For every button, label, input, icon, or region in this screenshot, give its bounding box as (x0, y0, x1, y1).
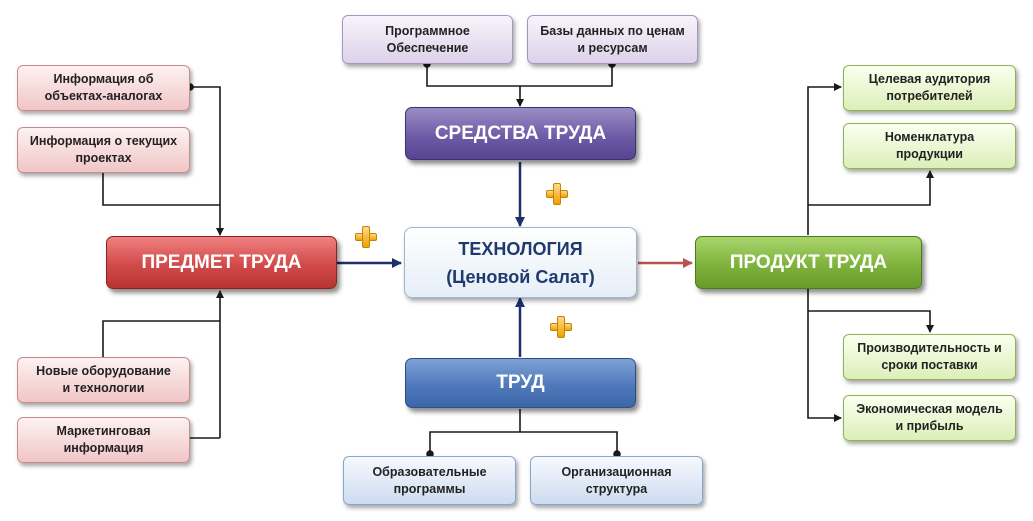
connector-top (426, 64, 613, 87)
org-structure-box: Организационная структура (530, 456, 703, 505)
connector-performance (808, 310, 934, 333)
technology-box: ТЕХНОЛОГИЯ (Ценовой Салат) (404, 227, 637, 298)
performance-box: Производительность и сроки поставки (843, 334, 1016, 380)
info-analogs-box: Информация об объектах-аналогах (17, 65, 190, 111)
connector-current-projects (102, 173, 220, 206)
plus-icon (546, 183, 568, 205)
labor-box: ТРУД (405, 358, 636, 408)
subject-of-labor-box: ПРЕДМЕТ ТРУДА (106, 236, 337, 289)
connector-right-bottom (807, 289, 842, 422)
software-box: Программное Обеспечение (342, 15, 513, 64)
economic-model-box: Экономическая модель и прибыль (843, 395, 1016, 441)
plus-icon (550, 316, 572, 338)
means-of-labor-box: СРЕДСТВА ТРУДА (405, 107, 636, 160)
connector-analogs (190, 86, 224, 236)
connector-bottom (429, 409, 618, 456)
target-audience-box: Целевая аудитория потребителей (843, 65, 1016, 111)
education-box: Образовательные программы (343, 456, 516, 505)
info-current-projects-box: Информация о текущих проектах (17, 127, 190, 173)
plus-icon (355, 226, 377, 248)
marketing-info-box: Маркетинговая информация (17, 417, 190, 463)
new-equipment-box: Новые оборудование и технологии (17, 357, 190, 403)
price-db-box: Базы данных по ценам и ресурсам (527, 15, 698, 64)
connector-equipment (102, 320, 220, 357)
connector-right-top (807, 83, 842, 235)
nomenclature-box: Номенклатура продукции (843, 123, 1016, 169)
connector-nomenclature (808, 170, 934, 206)
product-of-labor-box: ПРОДУКТ ТРУДА (695, 236, 922, 289)
